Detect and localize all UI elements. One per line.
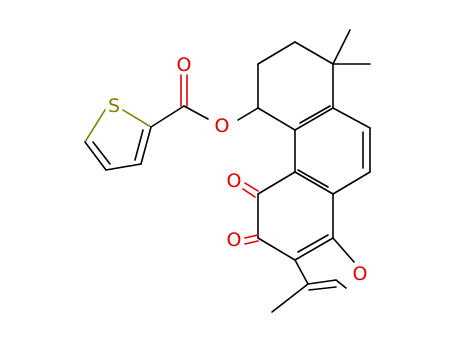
bond-quinone-o-lower-a: [244, 234, 259, 239]
quinone-oxygen-upper-label: O: [227, 170, 242, 192]
bond-quinone-o-lower-b: [244, 240, 259, 245]
benzene-ring: [294, 105, 371, 195]
bond-ar-5: [294, 171, 334, 195]
bond-ar-1: [294, 107, 334, 131]
bond-c4-c5-double: [134, 129, 144, 161]
bond-c3-c4: [105, 163, 142, 171]
bond-quinone-o-upper-b: [242, 188, 256, 198]
quinone-oxygen-lower-label: O: [227, 229, 242, 251]
bond-q-4-inner: [297, 234, 329, 253]
thiophene-ring: [84, 109, 152, 171]
bond-ar-2: [332, 107, 371, 129]
bond-f-4: [294, 259, 309, 285]
bond-c2-c3: [84, 141, 107, 171]
sulfur-label: S: [108, 95, 120, 117]
atom-labels: S O O O O O: [108, 54, 368, 285]
bond-carbonyl-ether: [183, 105, 209, 120]
bond-ch2b-cq: [294, 41, 334, 65]
furan-ring: [271, 237, 355, 313]
bond-c4-c5: [140, 126, 152, 165]
bond-ar-5-inner: [297, 169, 329, 188]
bond-quinone-o-upper-a: [244, 182, 259, 192]
bond-cq-me1: [332, 29, 351, 65]
bond-c2-c3-double: [92, 141, 111, 165]
ester-group: [150, 74, 259, 128]
cyclohexane-ring: [257, 29, 371, 131]
bond-ar-4: [332, 171, 371, 195]
bond-ch2a-ch2b: [257, 41, 296, 65]
bond-f-methyl: [271, 283, 309, 313]
bond-thienyl-carbonyl: [150, 105, 185, 128]
furan-oxygen-label: O: [353, 263, 368, 285]
bond-f-2: [335, 279, 347, 289]
bond-s1-c2: [84, 109, 106, 143]
bond-f-3: [307, 279, 337, 285]
bond-ether-ch: [237, 107, 259, 121]
bond-q-3: [257, 237, 296, 261]
bond-f-1: [332, 237, 355, 263]
bond-ch-ar: [257, 107, 296, 131]
bond-ar-1-inner: [299, 105, 331, 124]
ester-ether-oxygen-label: O: [215, 115, 230, 137]
quinone-ring: [242, 171, 334, 261]
bond-f-3-inner: [308, 286, 337, 291]
ester-carbonyl-oxygen-label: O: [177, 54, 192, 76]
bond-q-4: [294, 237, 334, 261]
bond-c5-s1: [122, 109, 152, 128]
bond-q-1: [257, 171, 296, 195]
